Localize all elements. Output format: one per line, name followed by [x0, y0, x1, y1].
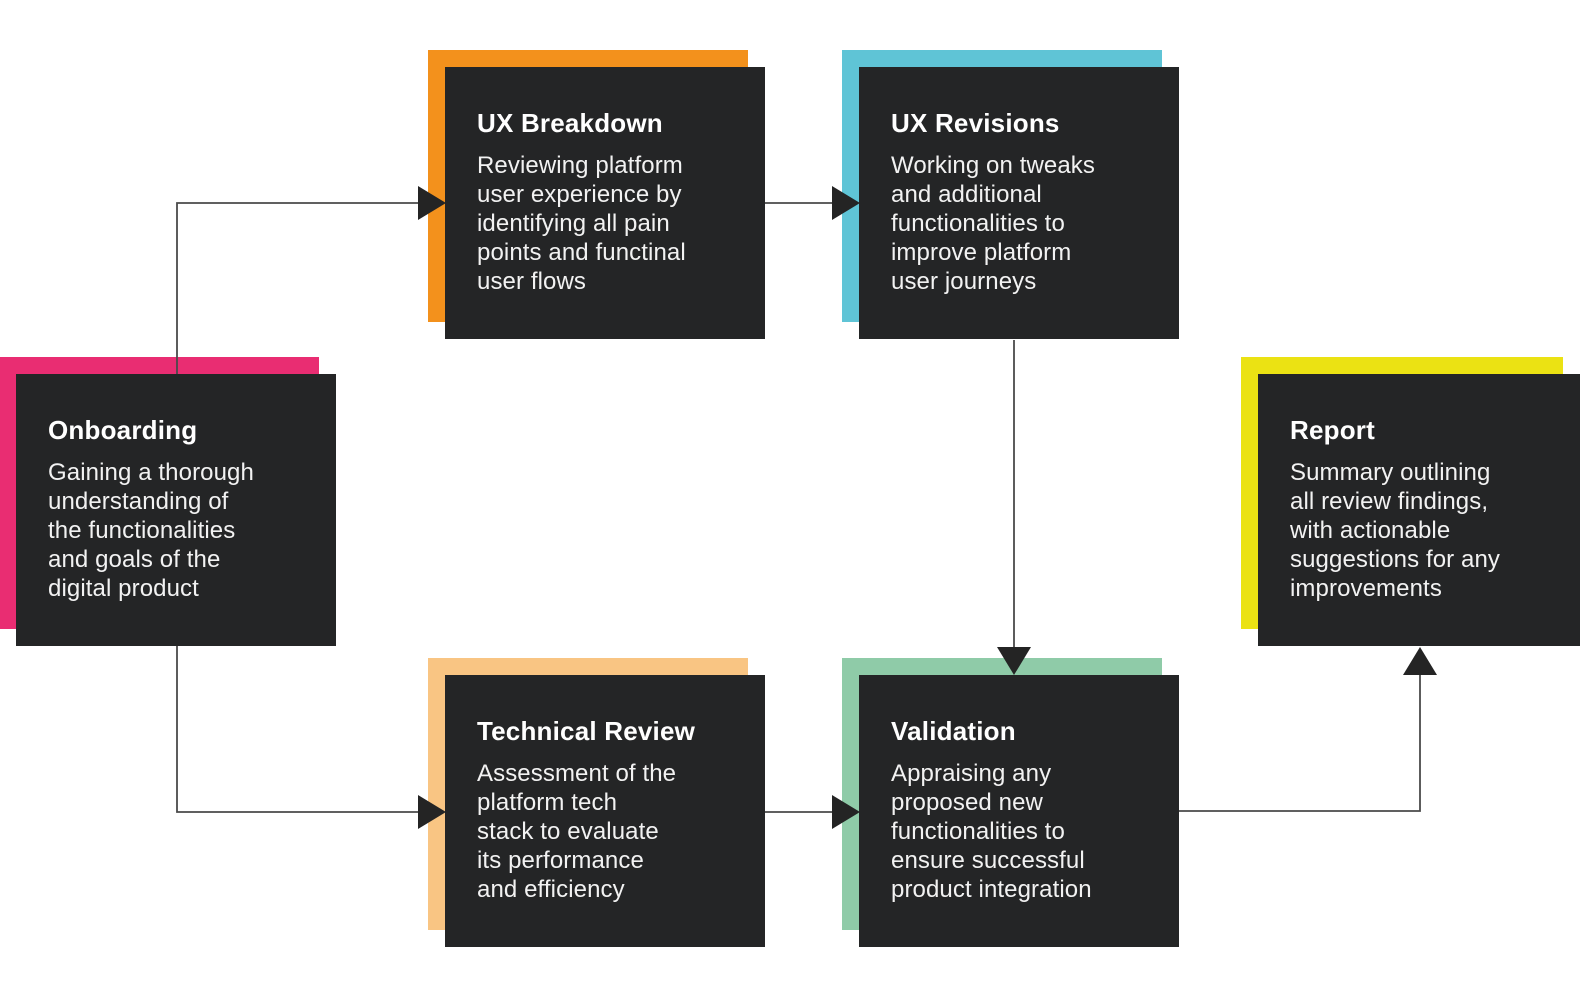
ux-breakdown-title: UX Breakdown: [477, 108, 663, 138]
validation-title: Validation: [891, 716, 1016, 746]
ux-revisions-box: UX Revisions Working on tweaks and addit…: [859, 67, 1179, 339]
ux-breakdown-description: Reviewing platform user experience by id…: [477, 152, 686, 295]
technical-review-box: Technical Review Assessment of the platf…: [445, 675, 765, 947]
validation-description: Appraising any proposed new functionalit…: [891, 760, 1092, 903]
arrowhead-up-icon: [1403, 647, 1437, 675]
report-description: Summary outlining all review findings, w…: [1290, 459, 1501, 602]
technical-review-title: Technical Review: [477, 716, 696, 746]
node-report: Report Summary outlining all review find…: [1241, 357, 1580, 646]
onboarding-description: Gaining a thorough understanding of the …: [48, 459, 254, 602]
node-validation: Validation Appraising any proposed new f…: [842, 658, 1179, 947]
onboarding-title: Onboarding: [48, 415, 198, 445]
report-title: Report: [1290, 415, 1375, 445]
node-ux-breakdown: UX Breakdown Reviewing platform user exp…: [428, 50, 765, 339]
connector-onboarding-to-technical-review: [176, 646, 446, 829]
connector-validation-to-report: [1179, 647, 1437, 812]
validation-box: Validation Appraising any proposed new f…: [859, 675, 1179, 947]
ux-revisions-description: Working on tweaks and additional functio…: [891, 152, 1096, 295]
report-box: Report Summary outlining all review find…: [1258, 374, 1580, 646]
connector-onboarding-to-ux-breakdown: [176, 186, 446, 374]
node-technical-review: Technical Review Assessment of the platf…: [428, 658, 765, 947]
ux-revisions-title: UX Revisions: [891, 108, 1060, 138]
node-ux-revisions: UX Revisions Working on tweaks and addit…: [842, 50, 1179, 339]
connector-ux-revisions-to-validation: [997, 340, 1031, 675]
node-onboarding: Onboarding Gaining a thorough understand…: [0, 357, 336, 646]
onboarding-box: Onboarding Gaining a thorough understand…: [16, 374, 336, 646]
technical-review-description: Assessment of the platform tech stack to…: [477, 760, 677, 903]
ux-breakdown-box: UX Breakdown Reviewing platform user exp…: [445, 67, 765, 339]
